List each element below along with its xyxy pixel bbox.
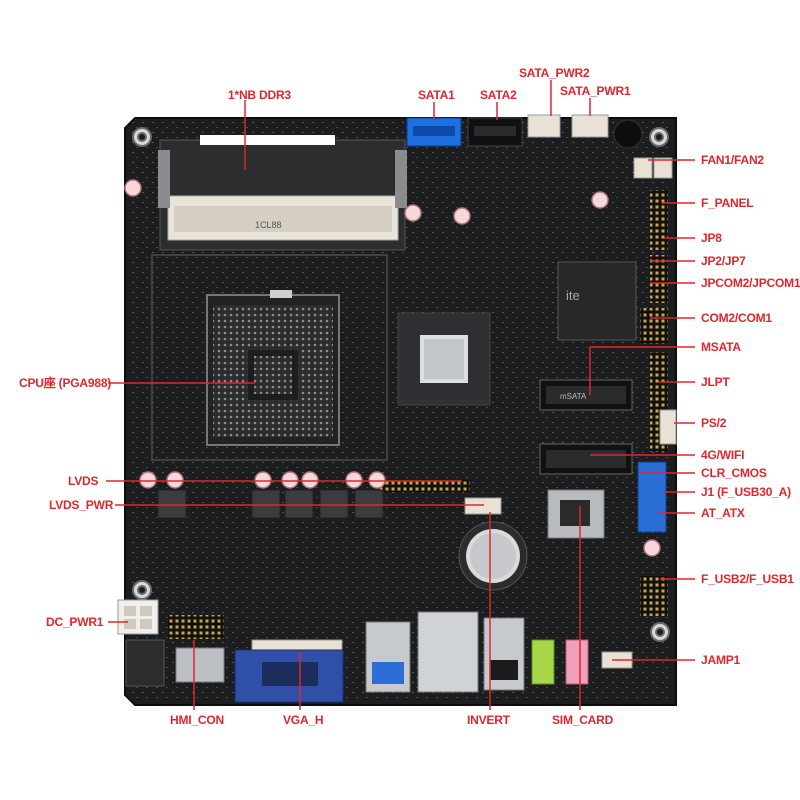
label-jp8: JP8 [701,231,722,245]
pch-chip [397,312,491,406]
svg-text:ite: ite [566,288,580,303]
cpu-socket [206,290,340,446]
label-clr-cmos: CLR_CMOS [701,466,767,480]
callout-line-msata [589,346,695,395]
callout-lines [106,80,695,710]
label-jamp1: JAMP1 [701,653,741,667]
label-dc-pwr1: DC_PWR1 [46,615,104,629]
cmos-battery [458,521,528,591]
label-lvds-pwr: LVDS_PWR [49,498,114,512]
msata-slot: mSATA [539,379,633,411]
label-msata: MSATA [701,340,741,354]
buzzer [613,119,643,149]
cpu-area-outline [151,254,388,461]
label-4g-wifi: 4G/WIFI [701,448,745,462]
label-cpu-socket: CPU座 (PGA988) [19,376,112,390]
vrm-inductors [157,489,384,519]
right-pin-headers [640,190,677,616]
label-sata-pwr1: SATA_PWR1 [560,84,631,98]
sim-card-slot [547,489,605,539]
label-jp2-jp7: JP2/JP7 [701,254,746,268]
svg-text:mSATA: mSATA [560,392,587,401]
label-j1-fusb30: J1 (F_USB30_A) [701,485,791,499]
mounting-holes [132,127,670,642]
label-fan1-fan2: FAN1/FAN2 [701,153,764,167]
label-jlpt: JLPT [701,375,730,389]
capacitors [124,179,661,557]
lvds-header [380,480,470,492]
4g-wifi-slot [539,443,633,475]
label-sim-card: SIM_CARD [552,713,614,727]
super-io-chip: ite [557,261,637,341]
label-jpcom: JPCOM2/JPCOM1 [701,276,800,290]
label-vga-h: VGA_H [283,713,324,727]
label-lvds: LVDS [68,474,99,488]
label-hmi-con: HMI_CON [170,713,224,727]
dc-power-connector [117,599,159,635]
label-sata1: SATA1 [418,88,455,102]
label-nb-ddr3: 1*NB DDR3 [228,88,291,102]
label-f-usb: F_USB2/F_USB1 [701,572,794,586]
sata1-port [406,117,462,147]
label-f-panel: F_PANEL [701,196,754,210]
label-at-atx: AT_ATX [701,506,745,520]
label-sata-pwr2: SATA_PWR2 [519,66,590,80]
label-ps2: PS/2 [701,416,727,430]
sata2-port [467,117,523,147]
ddr-silkscreen: 1CL88 [255,220,282,230]
label-invert: INVERT [467,713,510,727]
fan-headers [633,157,673,179]
label-sata2: SATA2 [480,88,517,102]
ddr3-slot [158,135,407,251]
lvds-power-header [464,497,502,515]
label-com: COM2/COM1 [701,311,772,325]
sata-power-headers [527,114,609,138]
